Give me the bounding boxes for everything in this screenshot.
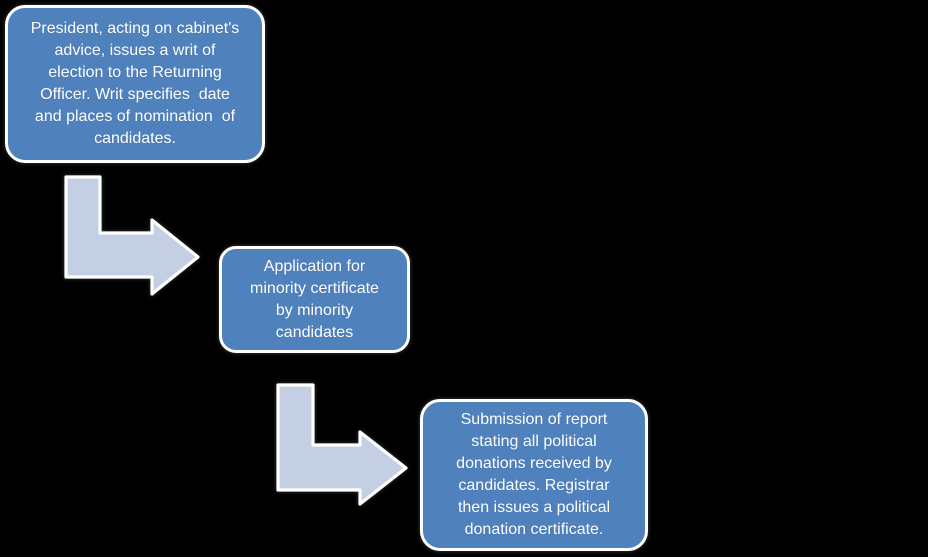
flowchart-step-minority-certificate: Application for minority certificate by … [219, 246, 410, 353]
step-2-label: Application for minority certificate by … [250, 257, 379, 341]
bent-arrow-down-right-icon [64, 175, 200, 296]
bent-arrow-down-right-icon [276, 383, 408, 506]
flowchart-step-donation-report: Submission of report stating all politic… [420, 399, 648, 551]
step-1-label: President, acting on cabinet's advice, i… [30, 20, 240, 147]
step-3-label: Submission of report stating all politic… [456, 411, 612, 538]
flowchart-step-president-writ: President, acting on cabinet's advice, i… [5, 5, 265, 163]
